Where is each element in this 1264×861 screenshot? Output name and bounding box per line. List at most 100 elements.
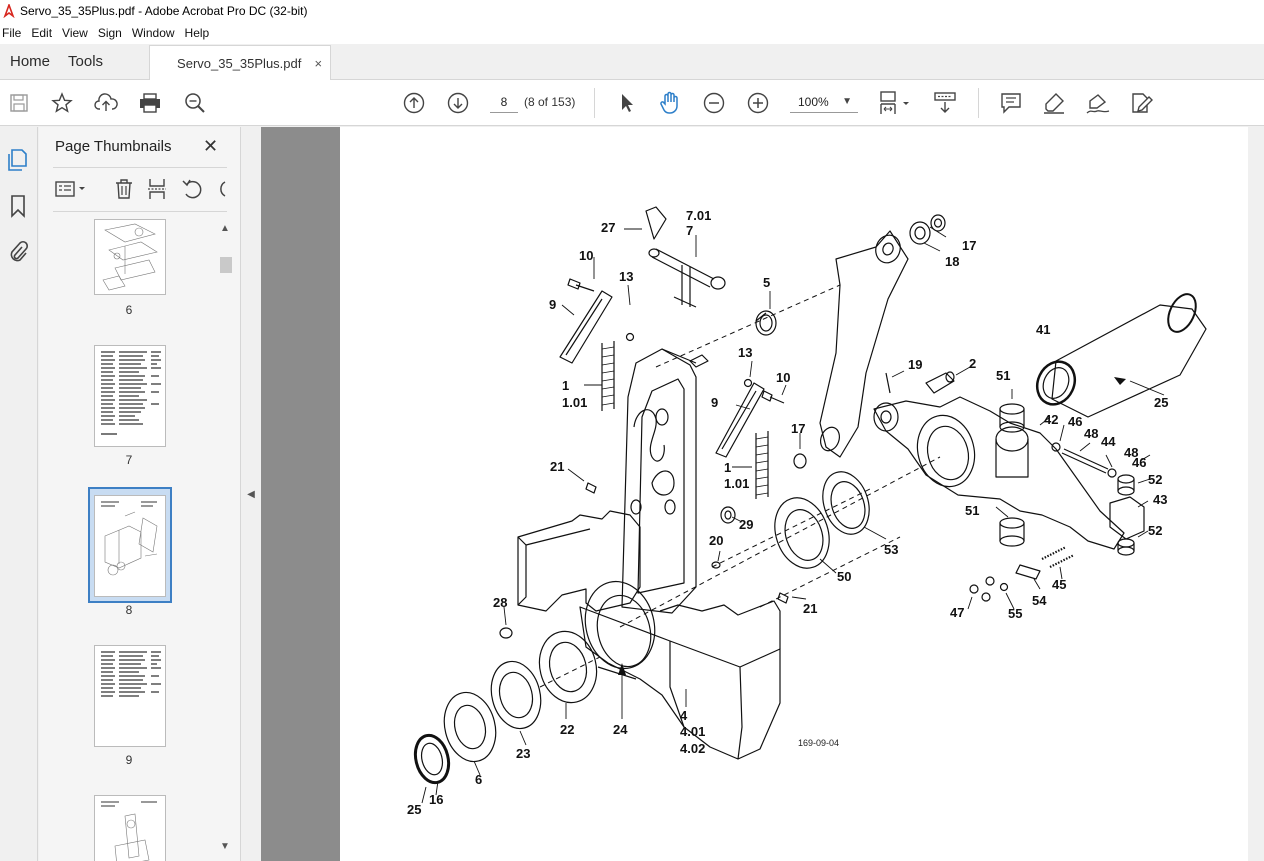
callout-label: 29 [739,517,754,532]
thumbnails-panel: Page Thumbnails ✕ [39,127,241,861]
thumbnail-scrollbar[interactable]: ▲ ▼ [217,219,235,859]
callout-label: 47 [950,605,965,620]
rotate-cw-icon[interactable] [211,177,227,201]
tab-home[interactable]: Home [10,53,51,70]
title-bar: Servo_35_35Plus.pdf - Adobe Acrobat Pro … [0,0,1264,22]
tab-tools[interactable]: Tools [68,53,104,70]
callout-label: 25 [1154,395,1169,410]
page-thumbnails-icon[interactable] [5,147,31,173]
scroll-up-icon[interactable]: ▲ [220,223,230,234]
zoom-in-icon[interactable] [745,90,771,116]
callout-label: 4.02 [680,741,706,756]
page-down-icon[interactable] [445,90,471,116]
zoom-value: 100% [798,95,829,109]
menu-help[interactable]: Help [184,26,210,40]
callout-label: 51 [996,368,1011,383]
callout-label: 48 [1124,445,1139,460]
thumbnail-page-label: 7 [125,453,133,467]
callout-label: 1.01 [724,476,750,491]
hand-icon[interactable] [657,90,683,116]
sign-icon[interactable] [1085,90,1111,116]
close-panel-icon[interactable]: ✕ [203,136,219,156]
page-count: (8 of 153) [524,95,576,109]
thumbnail-page-selected[interactable] [94,495,166,597]
thumbnail-page[interactable] [94,645,166,747]
delete-icon[interactable] [112,177,136,201]
zoom-dropdown[interactable]: 100% ▼ [790,91,858,113]
callout-label: 52 [1148,472,1163,487]
toolbar: 8 (8 of 153) 100% ▼ [0,80,1264,126]
callout-label: 20 [709,533,724,548]
callout-label: 16 [429,792,444,807]
callout-label: 10 [776,370,791,385]
toolbar-divider [978,88,979,118]
page-number-input[interactable]: 8 [490,91,518,113]
callout-label: 5 [763,275,771,290]
callout-label: 43 [1153,492,1168,507]
callout-label: 21 [550,459,565,474]
callout-label: 46 [1068,414,1083,429]
thumbnail-page[interactable] [94,345,166,447]
callout-label: 22 [560,722,575,737]
extract-pages-icon[interactable] [145,177,169,201]
panel-splitter[interactable]: ◀ [241,127,261,861]
thumbnail-page[interactable] [94,795,166,861]
rotate-ccw-icon[interactable] [180,177,204,201]
callout-label: 54 [1032,593,1047,608]
document-viewer[interactable]: 27 7.01 7 17 18 10 13 5 9 41 1 1.01 13 1… [261,127,1264,861]
select-cursor-icon[interactable] [614,90,640,116]
edit-pdf-icon[interactable] [1129,90,1155,116]
zoom-out-icon[interactable] [701,90,727,116]
highlight-icon[interactable] [1041,90,1067,116]
close-tab-icon[interactable]: × [314,55,323,71]
callout-label: 1 [724,460,732,475]
callout-label: 24 [613,722,628,737]
page-up-icon[interactable] [401,90,427,116]
upload-icon[interactable] [93,90,119,116]
menu-file[interactable]: File [2,26,22,40]
callout-label: 10 [579,248,594,263]
menu-bar: File Edit View Sign Window Help [0,22,1264,44]
thumbnail-page[interactable] [94,219,166,295]
comment-icon[interactable] [998,90,1024,116]
callout-label: 4.01 [680,724,706,739]
callout-label: 42 [1044,412,1059,427]
callout-label: 17 [791,421,806,436]
save-icon[interactable] [6,90,32,116]
callout-label: 13 [619,269,634,284]
scroll-mode-icon[interactable] [932,90,958,116]
collapse-panel-icon[interactable]: ◀ [247,488,255,500]
search-zoom-icon[interactable] [182,90,208,116]
callout-label: 9 [711,395,719,410]
attachment-icon[interactable] [5,239,31,265]
fit-page-icon[interactable] [876,90,912,116]
toolbar-divider [594,88,595,118]
document-tab-label: Servo_35_35Plus.pdf [177,55,302,71]
menu-view[interactable]: View [62,26,88,40]
callout-label: 44 [1101,434,1116,449]
bookmark-icon[interactable] [5,193,31,219]
viewer-scrollbar[interactable] [1248,127,1264,861]
callout-label: 52 [1148,523,1163,538]
callout-label: 4 [680,708,688,723]
menu-sign[interactable]: Sign [97,26,122,40]
menu-edit[interactable]: Edit [31,26,53,40]
callout-label: 13 [738,345,753,360]
callout-label: 27 [601,220,616,235]
menu-window[interactable]: Window [131,26,175,40]
thumbnail-page-label: 8 [125,603,133,617]
scrollbar-thumb[interactable] [220,257,232,273]
callout-label: 18 [945,254,960,269]
window-title: Servo_35_35Plus.pdf - Adobe Acrobat Pro … [20,4,308,18]
tab-document[interactable]: Servo_35_35Plus.pdf × [149,45,332,80]
tab-bar: Home Tools Servo_35_35Plus.pdf × [0,44,1264,80]
panel-toolbar [53,175,227,203]
thumbnail-list[interactable]: 6 7 [39,219,217,861]
callout-label: 25 [407,802,422,817]
thumbnail-options-icon[interactable] [53,177,89,201]
print-icon[interactable] [137,90,163,116]
star-icon[interactable] [49,90,75,116]
thumbnail-page-label: 6 [125,303,133,317]
callout-label: 28 [493,595,508,610]
scroll-down-icon[interactable]: ▼ [220,841,230,852]
